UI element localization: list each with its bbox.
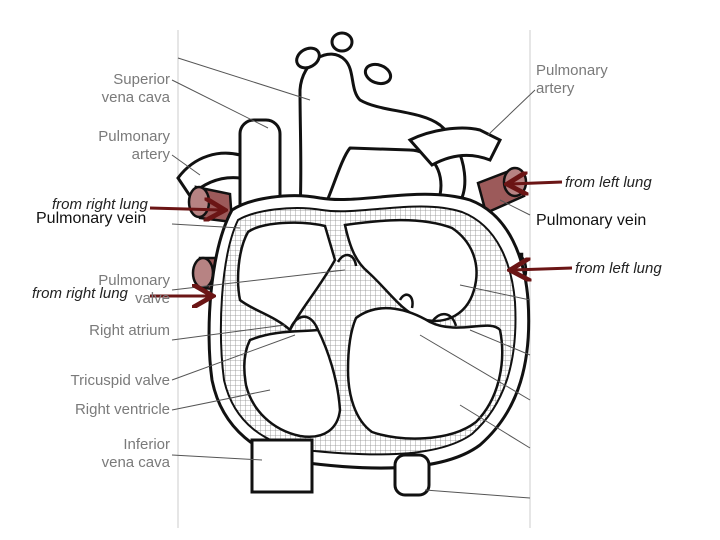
label-superior-vena-cava-line1: Superior: [113, 71, 170, 88]
label-pulmonary-vein-left: Pulmonary vein: [36, 210, 147, 227]
label-right-ventricle: Right ventricle: [74, 401, 170, 418]
label-from-right-lung-upper: from right lung: [52, 196, 148, 213]
label-from-left-lung-lower: from left lung: [575, 260, 662, 277]
label-pulmonary-artery-left-column: Pulmonary artery: [98, 128, 170, 164]
label-pulmonary-valve-line1: Pulmonary: [98, 272, 170, 289]
flow-arrows: [149, 182, 573, 296]
label-inferior-vena-cava-line2: vena cava: [101, 454, 170, 471]
label-inferior-vena-cava-line1: Inferior: [123, 436, 170, 453]
label-right-atrium: Right atrium: [89, 322, 170, 339]
label-inferior-vena-cava: Inferior vena cava: [102, 436, 170, 472]
label-tricuspid-valve: Tricuspid valve: [70, 372, 170, 389]
valves: [288, 253, 458, 331]
label-from-right-lung-lower: from right lung: [32, 285, 128, 302]
label-pulmonary-artery-right-line2: artery: [536, 80, 575, 97]
label-pulmonary-artery-right-line1: Pulmonary: [536, 62, 608, 79]
label-pulmonary-artery-right-column: Pulmonary artery: [536, 62, 608, 98]
leader-lines: [171, 57, 536, 499]
label-pulmonary-valve-line2: valve: [134, 290, 170, 307]
pulmonary-artery-branch-left: [407, 126, 503, 167]
label-pulmonary-vein-right: Pulmonary vein: [536, 212, 647, 229]
label-pulmonary-artery-left-line1: Pulmonary: [98, 128, 170, 145]
descending-aorta: [393, 453, 431, 497]
label-superior-vena-cava: Superior vena cava: [102, 71, 170, 107]
inferior-vena-cava: [250, 438, 314, 494]
pulmonary-artery-branch-right: [176, 151, 242, 199]
label-pulmonary-valve: Pulmonary valve: [98, 272, 170, 308]
label-from-left-lung-upper: from left lung: [565, 174, 652, 191]
label-superior-vena-cava-line2: vena cava: [101, 89, 170, 106]
heart-chambers: [236, 218, 504, 440]
aorta: [295, 31, 467, 217]
label-pulmonary-artery-left-line2: artery: [131, 146, 170, 163]
